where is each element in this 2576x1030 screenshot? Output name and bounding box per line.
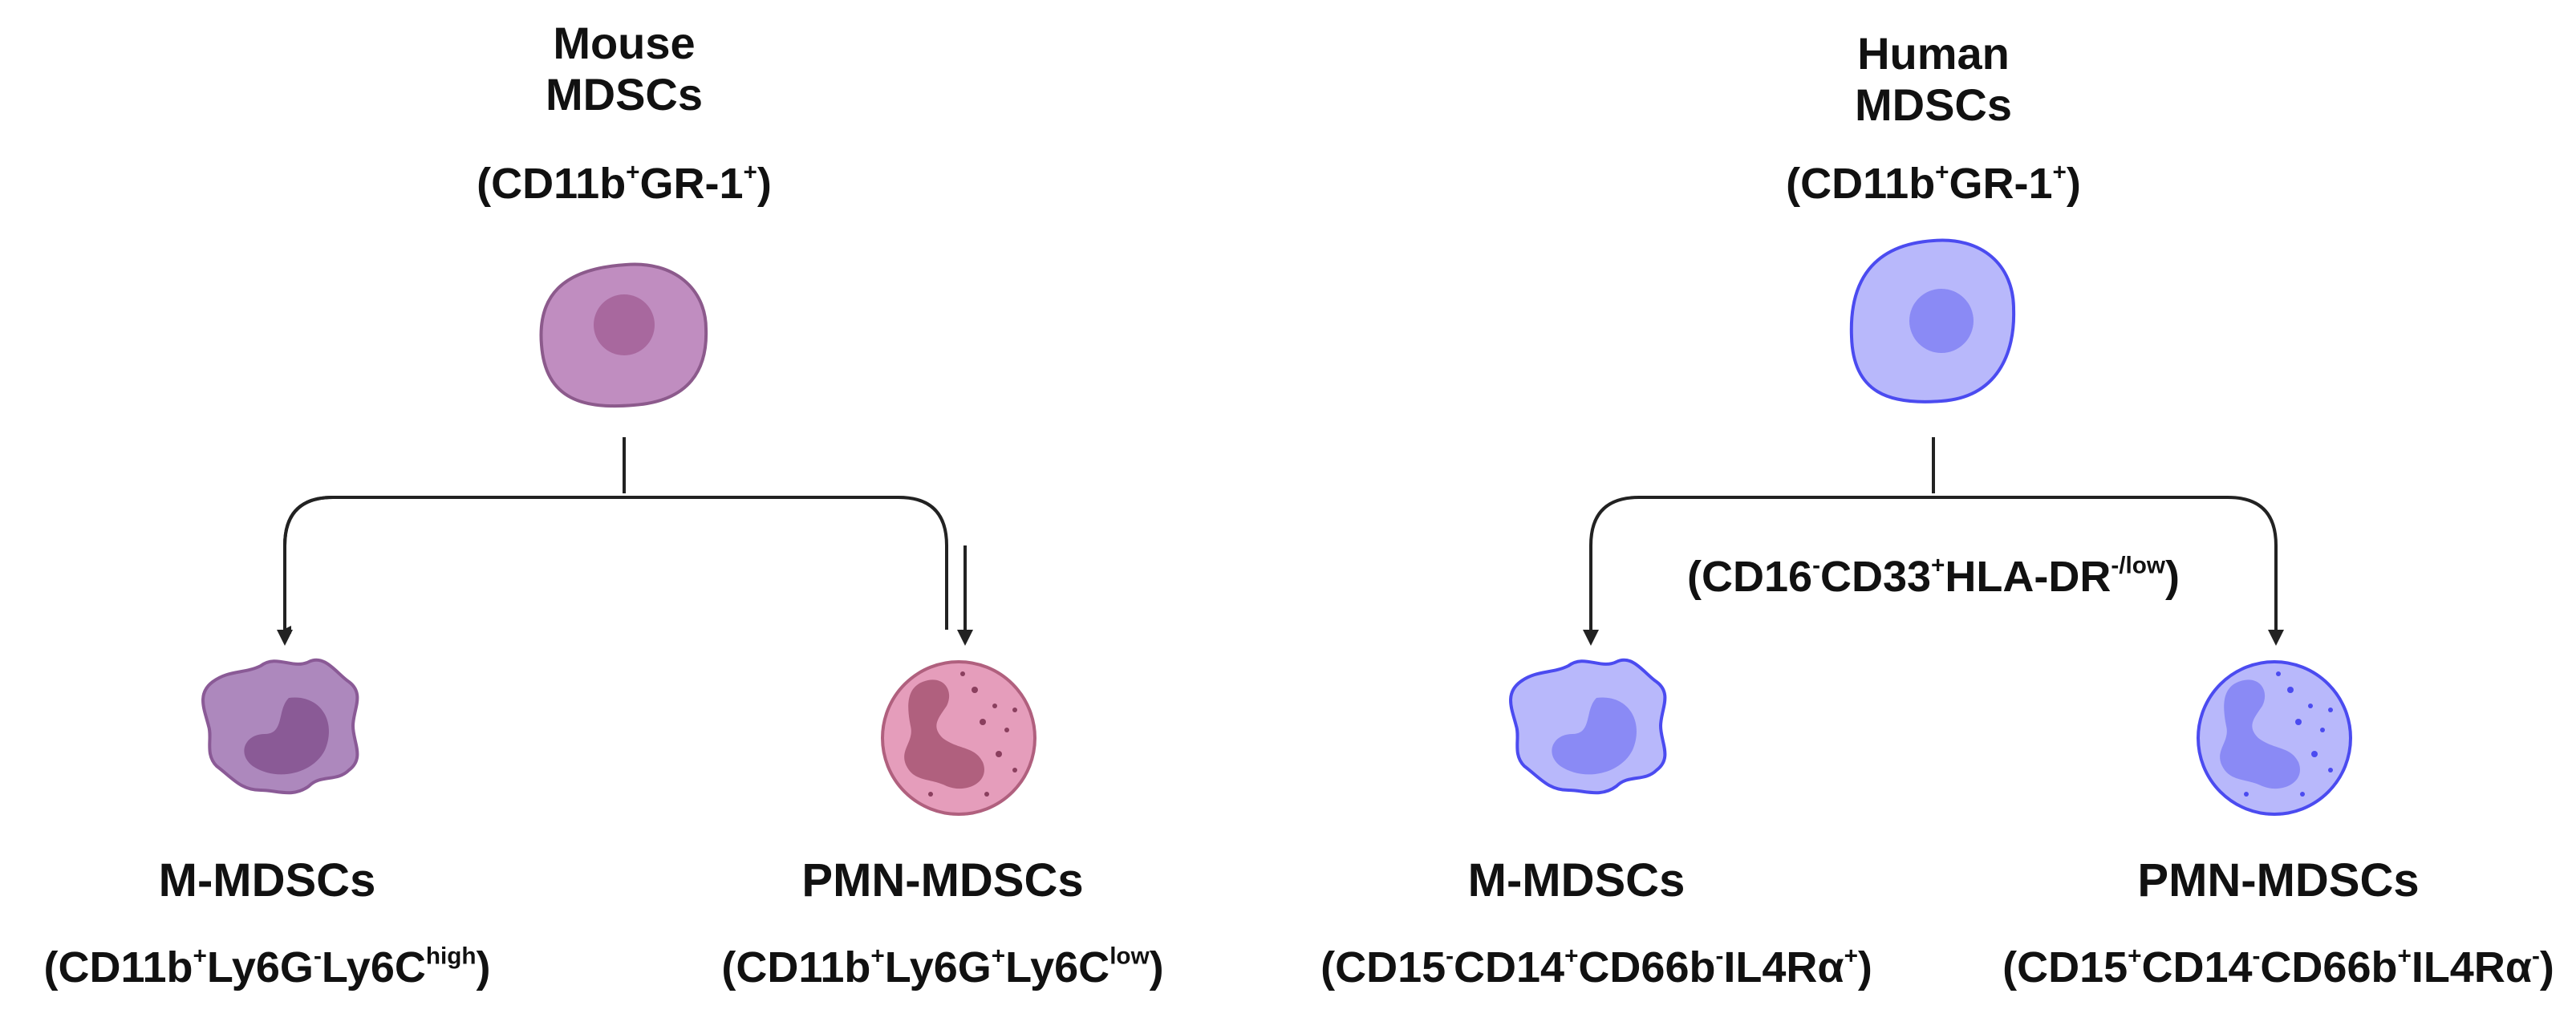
marker-text: (CD11b [477,160,627,208]
mouse-arrow-left [277,545,293,646]
marker-text: CD33 [1819,553,1932,601]
marker-text: IL4Rα [1723,943,1844,991]
marker-text: IL4Rα [2411,943,2533,991]
marker-superscript: + [1564,943,1579,970]
marker-superscript: - [313,943,322,970]
marker-text: Ly6G [884,943,992,991]
human-title-line1: Human [1857,28,2010,79]
marker-superscript: - [2532,943,2540,970]
marker-text: (CD16 [1687,553,1813,601]
marker-text: ) [757,160,772,208]
mouse-m-mdsc-name: M-MDSCs [158,854,376,906]
human-pmn-mdsc-name: PMN-MDSCs [2137,854,2420,906]
human-title: Human MDSCs [1855,28,2012,132]
mouse-parent-marker: (CD11b+GR-1+) [477,159,772,209]
marker-text: Ly6C [1005,943,1110,991]
marker-superscript: + [193,943,207,970]
marker-superscript: -/low [2111,552,2165,579]
marker-superscript: + [743,159,757,186]
mouse-pmn-mdsc-marker: (CD11b+Ly6G+Ly6Clow) [721,943,1163,992]
human-parent-marker: (CD11b+GR-1+) [1786,159,2081,209]
marker-superscript: - [1446,943,1454,970]
marker-text: HLA-DR [1945,553,2112,601]
marker-text: (CD11b [721,943,871,991]
marker-text: CD66b [1578,943,1716,991]
marker-text: (CD15 [2002,943,2128,991]
mouse-title: Mouse MDSCs [546,18,703,121]
marker-superscript: + [1931,552,1945,579]
marker-text: CD14 [1454,943,1565,991]
marker-superscript: + [626,159,640,186]
marker-superscript: - [1715,943,1724,970]
human-branch-connector [1589,437,2278,642]
marker-superscript: + [1935,159,1949,186]
marker-superscript: + [991,943,1006,970]
mouse-title-line1: Mouse [553,18,696,68]
marker-superscript: high [425,943,477,970]
human-pmn-mdsc-cell-icon [2197,660,2352,816]
marker-text: Ly6G [206,943,314,991]
marker-text: ) [476,943,491,991]
marker-superscript: + [2128,943,2142,970]
human-arrow-right [2268,630,2284,646]
marker-text: ) [1149,943,1164,991]
human-branch-marker: (CD16-CD33+HLA-DR-/low) [1687,552,2180,602]
marker-superscript: + [1844,943,1858,970]
marker-superscript: low [1110,943,1150,970]
mouse-m-mdsc-marker: (CD11b+Ly6G-Ly6Chigh) [43,943,490,992]
marker-superscript: + [2052,159,2067,186]
human-pmn-mdsc-marker: (CD15+CD14-CD66b+IL4Rα-) [2002,943,2554,992]
marker-text: (CD11b [1786,160,1936,208]
marker-text: Ly6C [321,943,426,991]
human-arrow-left [1583,630,1599,646]
mouse-pmn-mdsc-cell-icon [881,660,1036,816]
marker-text: (CD11b [43,943,193,991]
human-m-mdsc-name: M-MDSCs [1467,854,1686,906]
mouse-parent-cell-icon [539,262,708,408]
human-title-line2: MDSCs [1854,79,2013,131]
marker-superscript: - [1812,552,1820,579]
mouse-m-mdsc-cell-icon [201,658,359,795]
mouse-pmn-mdsc-name: PMN-MDSCs [801,854,1084,906]
marker-text: GR-1 [1949,160,2053,208]
marker-text: GR-1 [639,160,744,208]
marker-text: ) [1857,943,1872,991]
marker-text: (CD15 [1320,943,1446,991]
human-parent-cell-icon [1849,238,2016,403]
marker-text: CD14 [2141,943,2253,991]
marker-superscript: + [870,943,885,970]
marker-text: ) [2164,553,2180,601]
human-m-mdsc-cell-icon [1509,658,1667,795]
marker-superscript: + [2397,943,2412,970]
marker-text: ) [2539,943,2554,991]
marker-superscript: - [2252,943,2261,970]
mouse-arrow-right [957,545,973,646]
human-m-mdsc-marker: (CD15-CD14+CD66b-IL4Rα+) [1320,943,1872,992]
mouse-branch-connector [283,437,948,634]
marker-text: CD66b [2260,943,2398,991]
marker-text: ) [2066,160,2081,208]
mouse-title-line2: MDSCs [545,69,704,120]
